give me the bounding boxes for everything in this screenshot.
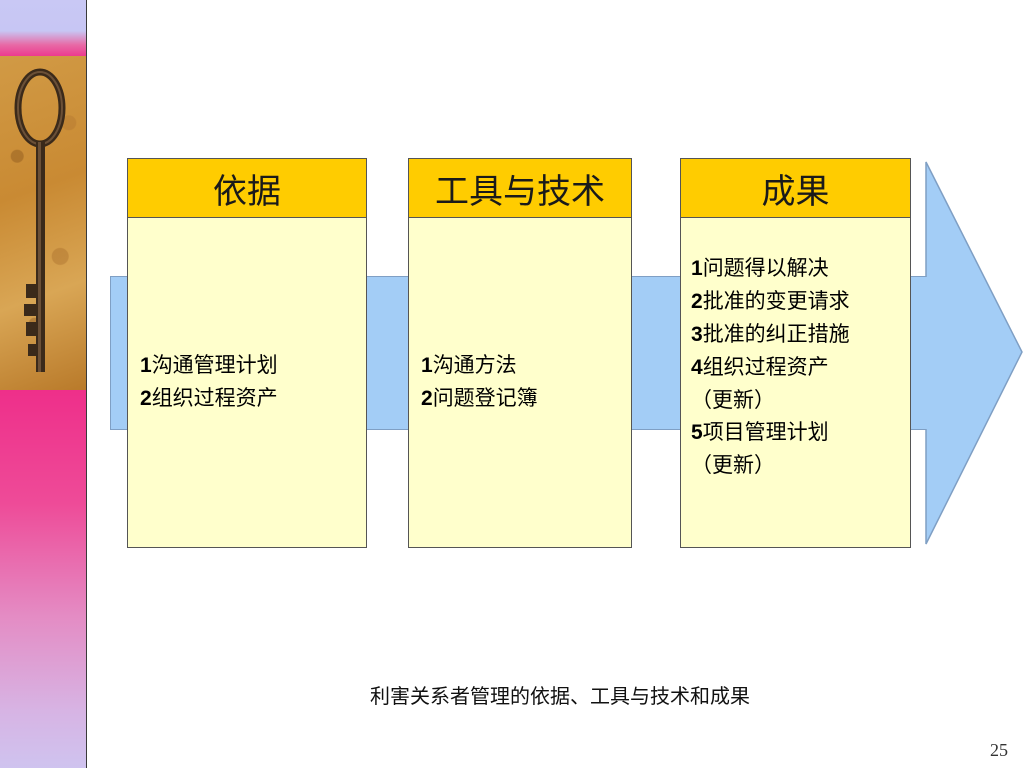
list-item: 4组织过程资产 xyxy=(691,355,829,379)
page-number: 25 xyxy=(990,740,1008,760)
list-item: 1沟通方法 xyxy=(421,353,517,377)
list-item: 2问题登记簿 xyxy=(421,386,538,410)
decor-strip-top xyxy=(0,0,86,56)
list-item-continuation: （更新） xyxy=(691,453,775,477)
list-item: 5项目管理计划 xyxy=(691,420,829,444)
diagram-caption: 利害关系者管理的依据、工具与技术和成果 xyxy=(370,684,750,708)
list-item: 1问题得以解决 xyxy=(691,256,829,280)
key-photo xyxy=(0,56,86,390)
list-item: 3批准的纠正措施 xyxy=(691,322,850,346)
divider-line xyxy=(86,0,87,768)
decor-strip-bottom xyxy=(0,390,86,768)
tools-header: 工具与技术 xyxy=(409,159,631,218)
outputs-box: 成果 1问题得以解决 2批准的变更请求 3批准的纠正措施 4组织过程资产 （更新… xyxy=(680,158,911,548)
list-item: 1沟通管理计划 xyxy=(140,353,278,377)
outputs-header: 成果 xyxy=(681,159,910,218)
list-item: 2批准的变更请求 xyxy=(691,289,850,313)
inputs-list: 1沟通管理计划 2组织过程资产 xyxy=(128,349,366,415)
tools-list: 1沟通方法 2问题登记簿 xyxy=(409,349,631,415)
list-item: 2组织过程资产 xyxy=(140,386,278,410)
key-icon xyxy=(14,68,66,372)
tools-box: 工具与技术 1沟通方法 2问题登记簿 xyxy=(408,158,632,548)
list-item-continuation: （更新） xyxy=(691,388,775,412)
inputs-header: 依据 xyxy=(128,159,366,218)
outputs-list: 1问题得以解决 2批准的变更请求 3批准的纠正措施 4组织过程资产 （更新） 5… xyxy=(681,252,910,481)
inputs-box: 依据 1沟通管理计划 2组织过程资产 xyxy=(127,158,367,548)
